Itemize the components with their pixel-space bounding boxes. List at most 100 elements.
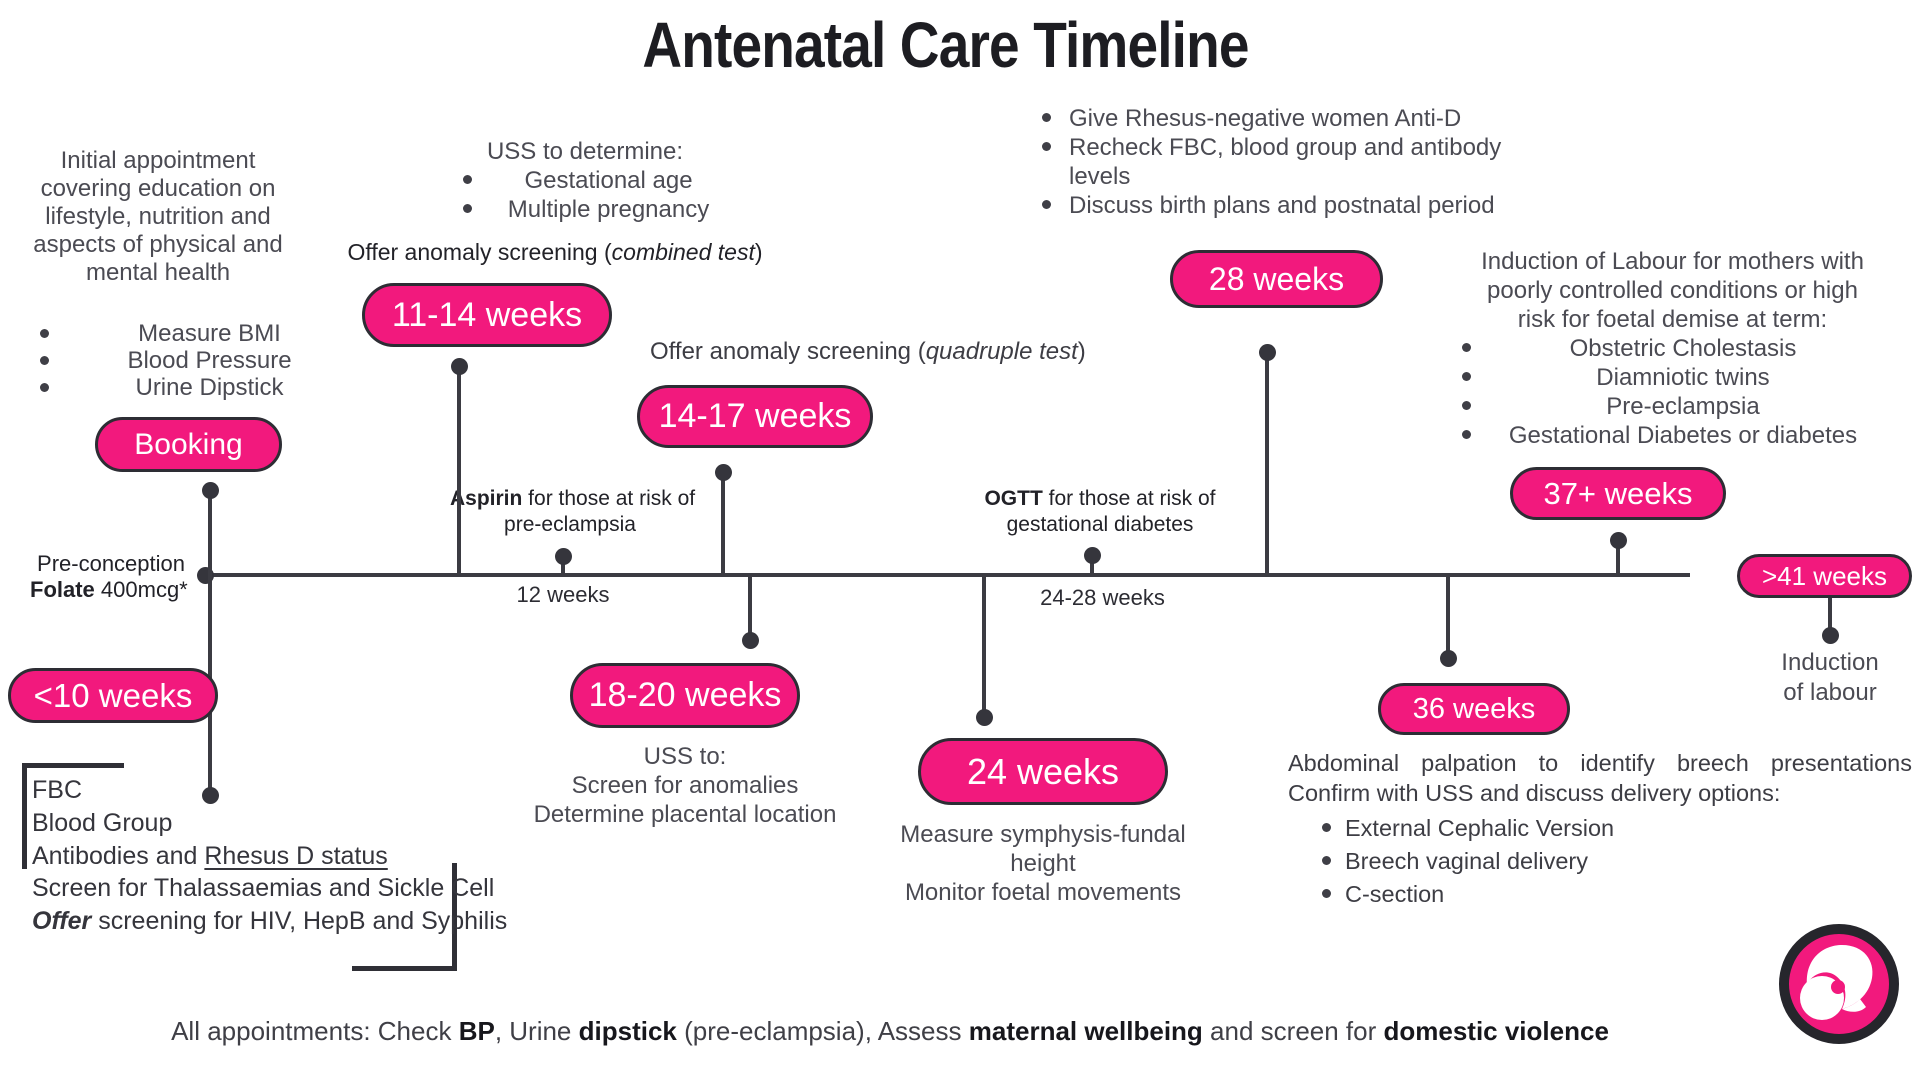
pill-gt41-weeks: >41 weeks — [1737, 554, 1912, 598]
list-item-label: Breech vaginal delivery — [1345, 848, 1588, 874]
test-item-bold-italic: Offer — [32, 907, 92, 936]
w37-stem-dot — [1610, 532, 1627, 549]
induction-term-line: Induction of Labour for mothers with — [1481, 248, 1864, 275]
note-text: Monitor foetal movements — [904, 879, 1182, 906]
axis-label-24-28-weeks: 24-28 weeks — [1040, 585, 1165, 610]
w36-stem-dot — [1440, 650, 1457, 667]
footer-text: All appointments: Check — [171, 1016, 459, 1046]
footer-text-bold: dipstick — [578, 1016, 677, 1046]
note-text: 400mcg* — [94, 577, 188, 602]
note-text: ) — [754, 239, 763, 265]
list-item-label: Multiple pregnancy — [507, 196, 710, 223]
w1114-stem — [457, 366, 461, 575]
w24-stem-dot — [976, 709, 993, 726]
note-text: Measure symphysis-fundal — [900, 821, 1186, 848]
note-text-italic: quadruple test — [925, 338, 1078, 365]
bullet-icon — [40, 329, 49, 338]
footer-text-bold: maternal wellbeing — [968, 1016, 1203, 1046]
intro-line: mental health — [85, 259, 231, 286]
booking-stem-top-dot — [202, 482, 219, 499]
list-item-label: Diamniotic twins — [1596, 364, 1770, 391]
bullet-icon — [1322, 889, 1331, 898]
pill-11-14-weeks: 11-14 weeks — [362, 283, 612, 347]
note-text: of labour — [1783, 679, 1877, 706]
w1820-stem-dot — [742, 632, 759, 649]
bullet-icon — [1042, 113, 1051, 122]
footer-text: (pre-eclampsia), Assess — [676, 1016, 969, 1046]
test-item: Antibodies and Rhesus D status — [32, 840, 507, 873]
w36-stem — [1446, 577, 1450, 658]
uss-early-block: USS to determine: Gestational age Multip… — [425, 137, 745, 224]
aspirin-tick — [561, 556, 565, 575]
list-item-label: Obstetric Cholestasis — [1569, 335, 1797, 362]
bullet-icon — [1322, 823, 1331, 832]
footer-text: , Urine — [494, 1016, 579, 1046]
list-item: Measure BMI — [40, 320, 370, 347]
pill-booking: Booking — [95, 417, 282, 472]
test-item-text: Antibodies and — [32, 841, 205, 870]
note-text: Confirm with USS and discuss delivery op… — [1288, 780, 1781, 806]
note-text: for those at risk of — [1042, 487, 1216, 510]
w1417-stem — [721, 472, 725, 575]
note-text-italic: combined test — [611, 239, 755, 265]
list-item-label: Blood Pressure — [127, 347, 292, 374]
bullet-icon — [40, 383, 49, 392]
note-text: USS to: — [643, 743, 727, 770]
list-item: Diamniotic twins — [1450, 363, 1895, 392]
footer-note: All appointments: Check BP, Urine dipsti… — [130, 1016, 1650, 1047]
bullet-icon — [1322, 856, 1331, 865]
bracket-top-left-horizontal — [22, 763, 124, 768]
note-text: gestational diabetes — [1006, 513, 1194, 536]
note-text-bold: OGTT — [984, 487, 1043, 510]
bullet-icon — [1462, 372, 1471, 381]
booking-stem — [208, 490, 212, 795]
note-text: Induction — [1781, 649, 1879, 676]
list-item-label: Measure BMI — [138, 320, 281, 347]
induction-term-line: poorly controlled conditions or high — [1487, 277, 1858, 304]
w1417-stem-dot — [715, 464, 732, 481]
w28-stem — [1265, 352, 1269, 575]
list-item-label: Give Rhesus-negative women Anti-D — [1069, 105, 1462, 132]
list-item: Recheck FBC, blood group and antibody le… — [1042, 133, 1542, 191]
pill-18-20-weeks: 18-20 weeks — [570, 663, 800, 728]
note-text: Determine placental location — [533, 801, 837, 828]
w41-notes: Induction of labour — [1755, 648, 1905, 708]
test-item: Offer screening for HIV, HepB and Syphil… — [32, 905, 507, 938]
bullet-icon — [1042, 142, 1051, 151]
test-item-underlined: Rhesus D status — [204, 841, 388, 870]
page-title-text: Antenatal Care Timeline — [641, 9, 1249, 81]
bullet-icon — [463, 204, 472, 213]
bullet-icon — [1462, 343, 1471, 352]
note-text: height — [1010, 850, 1076, 877]
note-text-bold: Folate — [30, 577, 95, 602]
uss-early-heading: USS to determine: — [486, 138, 684, 165]
ogtt-note: OGTT for those at risk of gestational di… — [980, 486, 1220, 538]
intro-line: Initial appointment — [60, 147, 256, 174]
bullet-icon — [1462, 401, 1471, 410]
footer-text: and screen for — [1202, 1016, 1384, 1046]
test-item-text: screening for HIV, HepB and Syphilis — [91, 907, 508, 936]
list-item: Pre-eclampsia — [1450, 392, 1895, 421]
pill-37plus-weeks: 37+ weeks — [1510, 467, 1726, 520]
induction-term-block: Induction of Labour for mothers with poo… — [1450, 247, 1895, 450]
note-text: for those at risk of — [522, 487, 696, 510]
w37-stem — [1616, 540, 1620, 575]
list-item-label: Urine Dipstick — [135, 374, 284, 401]
intro-line: lifestyle, nutrition and — [45, 203, 271, 230]
axis-label-12-weeks: 12 weeks — [516, 582, 610, 607]
list-item: C-section — [1288, 878, 1912, 911]
pill-lt10-weeks: <10 weeks — [8, 668, 218, 723]
ogtt-tick — [1090, 555, 1094, 575]
aspirin-tick-dot — [555, 548, 572, 565]
note-text: pre-eclampsia — [504, 513, 636, 536]
list-item-label: Gestational age — [524, 167, 693, 194]
pill-24-weeks: 24 weeks — [918, 738, 1168, 805]
test-item: Screen for Thalassaemias and Sickle Cell — [32, 874, 495, 903]
w28-stem-dot — [1259, 344, 1276, 361]
list-item: Give Rhesus-negative women Anti-D — [1042, 104, 1542, 133]
bullet-icon — [1042, 200, 1051, 209]
list-item-label: Pre-eclampsia — [1606, 393, 1760, 420]
induction-term-line: risk for foetal demise at term: — [1517, 306, 1828, 333]
list-item: Breech vaginal delivery — [1288, 845, 1912, 878]
